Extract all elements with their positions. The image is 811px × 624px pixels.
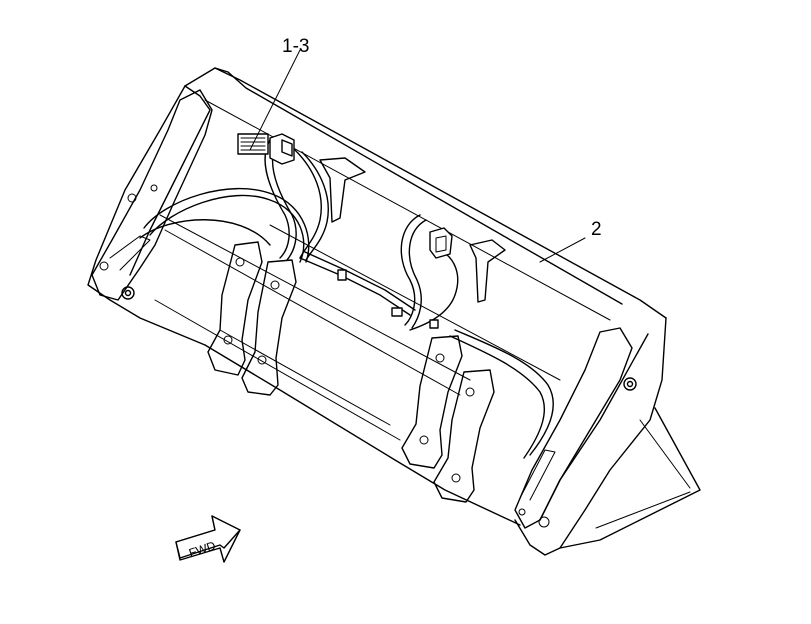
callout-harness-label: 1-3 [282,36,309,57]
mount-bracket-2 [241,259,297,396]
callout-bucket-label: 2 [591,219,602,240]
mount-bracket-4 [433,369,495,503]
callout-leaders [249,49,586,263]
forward-arrow-icon: FWD [175,515,241,563]
left-hinge-plate [91,89,213,301]
mount-bracket-1 [207,241,263,376]
bucket-body [87,67,701,556]
right-hinge-plate [514,327,637,529]
mount-bracket-3 [401,335,463,469]
electrical-connector-box [237,133,295,165]
right-connector [429,227,453,259]
wiring-harness [139,139,554,459]
